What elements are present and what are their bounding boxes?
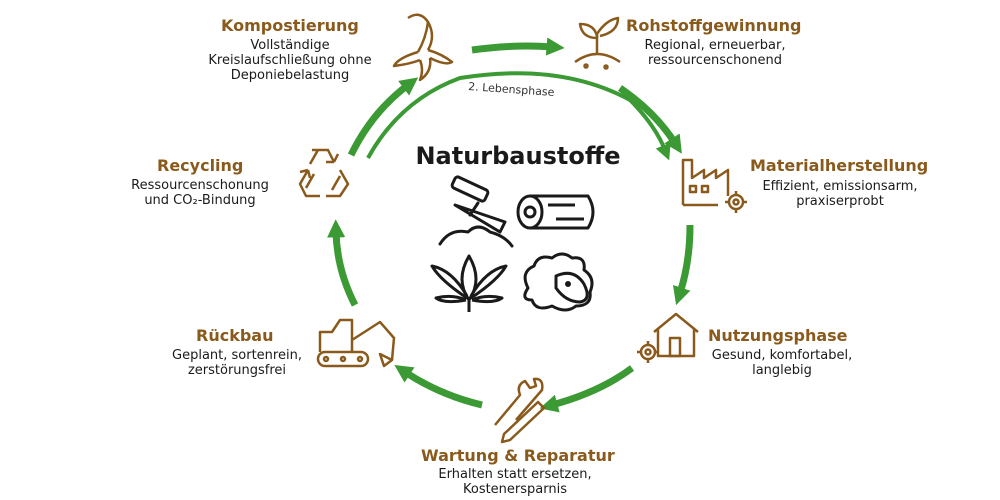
sheep-icon (523, 252, 594, 312)
step-title: Kompostierung (221, 16, 359, 35)
step-desc-line: Effizient, emissionsarm, (762, 179, 918, 194)
step-title: Wartung & Reparatur (421, 446, 615, 465)
arrow-top (471, 37, 565, 56)
step-desc-line: Kostenersparnis (462, 482, 567, 497)
step-desc-line: praxiserprobt (796, 194, 884, 209)
log-icon (516, 194, 595, 230)
step-title: Materialherstellung (750, 156, 929, 175)
step-desc-line: Geplant, sortenrein, (172, 348, 302, 363)
trowel-plaster-icon (438, 175, 514, 248)
arrow-wartung-rueckbau (394, 365, 483, 409)
arrow-material-nutzung (673, 224, 694, 306)
step-title: Nutzungsphase (708, 326, 848, 345)
second-phase-label: 2. Lebensphase (468, 80, 555, 99)
step-desc-line: Regional, erneuerbar, (644, 38, 786, 53)
step-desc-line: zerstörungsfrei (187, 363, 287, 378)
arrow-recycling-kompost (347, 77, 419, 157)
center-title: Naturbaustoffe (415, 142, 620, 170)
house-gear-icon (637, 312, 699, 363)
arrow-rueckbau-recycling (327, 219, 359, 307)
excavator-icon (316, 318, 396, 368)
sprout-icon (574, 16, 621, 70)
wrench-pencil-icon (494, 377, 546, 444)
step-desc-line: langlebig (752, 363, 812, 378)
banana-peel-icon (392, 13, 454, 82)
step-title: Rohstoffgewinnung (626, 16, 802, 35)
step-title: Rückbau (196, 326, 274, 345)
step-desc-line: Kreislaufschließung ohne (208, 53, 372, 68)
arrow-rohstoff-material (618, 85, 682, 154)
arrow-second-phase (366, 71, 671, 161)
step-desc-line: und CO₂-Bindung (144, 193, 256, 208)
cycle-arrows (327, 37, 694, 413)
recycle-icon (298, 148, 350, 198)
step-desc-line: ressourcenschonend (647, 53, 783, 68)
factory-gear-icon (681, 158, 747, 213)
step-desc-line: Gesund, komfortabel, (711, 348, 853, 363)
hemp-leaf-icon (430, 254, 508, 312)
arrow-nutzung-wartung (539, 365, 635, 413)
step-desc-line: Erhalten statt ersetzen, (438, 467, 592, 482)
step-desc-line: Ressourcenschonung (131, 178, 269, 193)
step-title: Recycling (157, 156, 244, 175)
step-desc-line: Deponiebelastung (230, 68, 350, 83)
step-desc-line: Vollständige (250, 38, 330, 53)
